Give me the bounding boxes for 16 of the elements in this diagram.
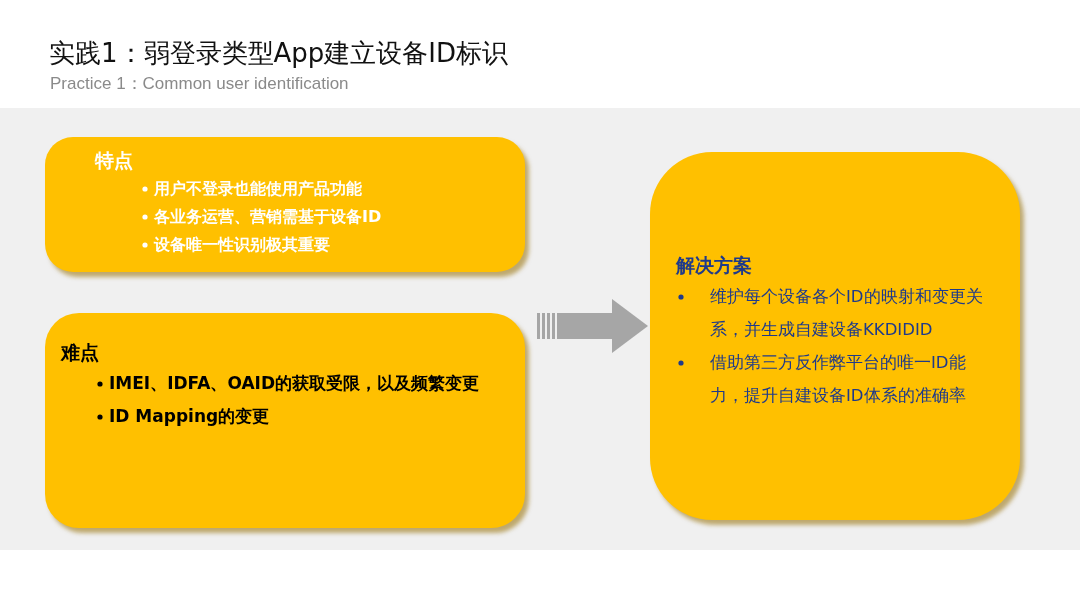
bullet-text: ID Mapping的变更 bbox=[109, 406, 270, 426]
bullet-text: 用户不登录也能使用产品功能 bbox=[154, 179, 362, 198]
bullet-text: 维护每个设备各个ID的映射和变更关系，并生成自建设备KKDIDID bbox=[710, 287, 983, 339]
slide-title: 实践1：弱登录类型App建立设备ID标识 bbox=[49, 37, 509, 70]
bullet-text: 各业务运营、营销需基于设备ID bbox=[154, 207, 382, 226]
panel-heading: 解决方案 bbox=[676, 254, 752, 276]
rounded-panel bbox=[45, 137, 525, 272]
block-arrow bbox=[537, 299, 648, 353]
bullet-text: 设备唯一性识别极其重要 bbox=[154, 235, 330, 254]
panel-heading: 难点 bbox=[61, 341, 99, 363]
bullet-text: IMEI、IDFA、OAID的获取受限，以及频繁变更 bbox=[109, 373, 480, 393]
rounded-panel bbox=[45, 313, 525, 528]
subtitle: Practice 1：Common user identification bbox=[50, 73, 349, 95]
rounded-panel bbox=[650, 152, 1020, 520]
panel-heading: 特点 bbox=[95, 149, 133, 171]
bullet-text: 借助第三方反作弊平台的唯一ID能力，提升自建设备ID体系的准确率 bbox=[710, 353, 966, 405]
